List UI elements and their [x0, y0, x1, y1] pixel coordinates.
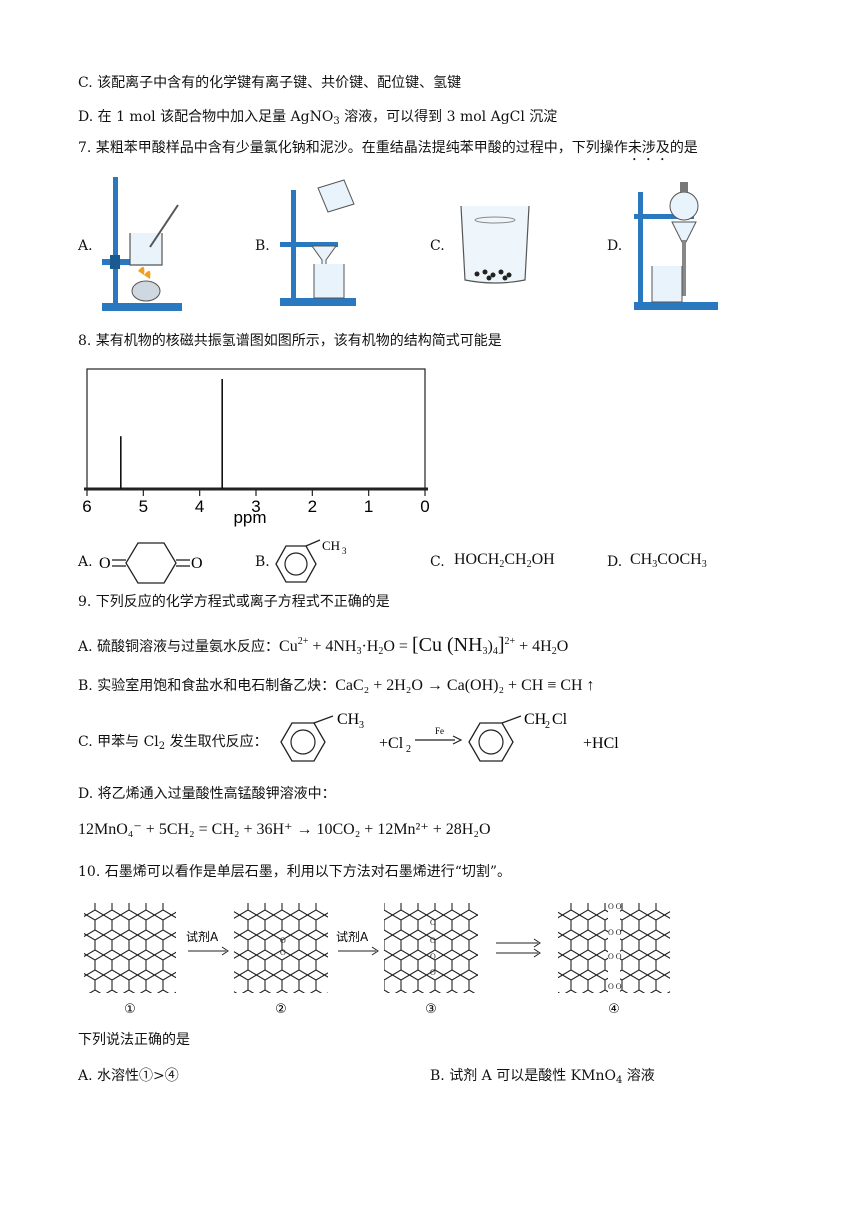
q8-stem: 8. 某有机物的核磁共振氢谱图如图所示，该有机物的结构简式可能是 — [78, 333, 502, 349]
q9-stem: 9. 下列反应的化学方程式或离子方程式不正确的是 — [78, 594, 390, 610]
svg-text:O: O — [280, 948, 286, 957]
toluene-structure: CH 3 — [275, 538, 347, 583]
q9-option-a: A. 硫酸铜溶液与过量氨水反应：Cu2+ + 4NH3·H2O = [Cu (N… — [78, 634, 569, 657]
svg-text:O: O — [430, 968, 436, 977]
q7-stem: 7. 某粗苯甲酸样品中含有少量氯化钠和泥沙。在重结晶法提纯苯甲酸的过程中，下列操… — [78, 140, 698, 156]
crystallization-beaker-illustration — [460, 205, 530, 284]
svg-text:O: O — [280, 936, 286, 945]
svg-text:O O: O O — [608, 952, 622, 961]
q7-label-b: B. — [255, 238, 270, 254]
q8-label-b: B. — [255, 554, 270, 570]
q7-label-d: D. — [607, 238, 623, 254]
q10-option-a: A. 水溶性①>④ — [78, 1068, 179, 1084]
q8-label-a: A. — [78, 554, 93, 570]
q10-prompt: 下列说法正确的是 — [78, 1032, 190, 1048]
heating-apparatus-illustration — [102, 177, 182, 311]
svg-text:O O: O O — [608, 928, 622, 937]
svg-text:3: 3 — [359, 720, 364, 731]
q8-label-c: C. — [430, 554, 445, 570]
q7-label-a: A. — [78, 238, 93, 254]
q9-option-b: B. 实验室用饱和食盐水和电石制备乙炔：CaC₂ + 2H₂O → Ca(OH)… — [78, 677, 595, 694]
q7-label-c: C. — [430, 238, 445, 254]
separatory-funnel-illustration — [634, 182, 718, 310]
q10-stem: 10. 石墨烯可以看作是单层石墨，利用以下方法对石墨烯进行“切割”。 — [78, 864, 512, 880]
x-tick-label: 1 — [364, 497, 373, 516]
svg-text:O: O — [430, 918, 436, 927]
svg-text:3: 3 — [342, 546, 347, 556]
svg-text:CH: CH — [322, 538, 340, 553]
q9-option-d-equation: 12MnO₄⁻ + 5CH₂ = CH₂ + 36H⁺ → 10CO₂ + 12… — [78, 821, 491, 838]
svg-text:③: ③ — [425, 1002, 437, 1017]
x-tick-label: 0 — [420, 497, 429, 516]
q8-label-d: D. — [607, 554, 623, 570]
q9-option-d-label: D. 将乙烯通入过量酸性高锰酸钾溶液中： — [78, 786, 336, 802]
svg-text:CH: CH — [337, 711, 360, 728]
x-axis-label: ppm — [233, 508, 266, 527]
svg-text:O: O — [430, 952, 436, 961]
x-tick-label: 5 — [139, 497, 148, 516]
svg-text:O: O — [191, 555, 203, 572]
svg-text:Cl: Cl — [552, 711, 568, 728]
x-tick-label: 6 — [82, 497, 91, 516]
svg-text:④: ④ — [608, 1002, 620, 1017]
q6-option-d: D. 在 1 mol 该配合物中加入足量 AgNO3 溶液，可以得到 3 mol… — [78, 109, 558, 127]
q8-option-d-formula: CH3COCH3 — [630, 551, 707, 570]
svg-text:+Cl: +Cl — [379, 735, 404, 752]
svg-text:O O: O O — [608, 982, 622, 991]
x-tick-label: 4 — [195, 497, 204, 516]
q10-option-b: B. 试剂 A 可以是酸性 KMnO4 溶液 — [430, 1068, 655, 1086]
svg-text:2: 2 — [545, 720, 550, 731]
svg-text:O: O — [99, 555, 111, 572]
q8-option-c-formula: HOCH2CH2OH — [454, 551, 555, 570]
svg-text:O O: O O — [608, 902, 622, 911]
svg-text:O: O — [430, 936, 436, 945]
svg-text:Fe: Fe — [435, 726, 444, 736]
svg-text:试剂A: 试剂A — [336, 929, 369, 944]
svg-text:2: 2 — [406, 744, 411, 755]
svg-text:②: ② — [275, 1002, 287, 1017]
chart-frame — [86, 368, 426, 490]
svg-text:①: ① — [124, 1002, 136, 1017]
svg-text:试剂A: 试剂A — [186, 929, 219, 944]
svg-text:+HCl: +HCl — [583, 735, 619, 752]
x-tick-label: 2 — [308, 497, 317, 516]
x-tick-label: 3 — [251, 497, 260, 516]
svg-text:CH: CH — [524, 711, 547, 728]
nmr-spectrum-chart: 6 5 4 3 2 1 0 ppm — [82, 368, 430, 527]
q6-option-c: C. 该配离子中含有的化学键有离子键、共价键、配位键、氢键 — [78, 75, 462, 91]
cyclohexanedione-structure: O O — [99, 542, 203, 584]
toluene-chlorination-equation: CH 3 +Cl 2 Fe CH 2 Cl +HCl — [280, 711, 619, 762]
filtration-apparatus-illustration — [280, 179, 356, 306]
q9-option-c-label: C. 甲苯与 Cl2 发生取代反应： — [78, 734, 268, 752]
